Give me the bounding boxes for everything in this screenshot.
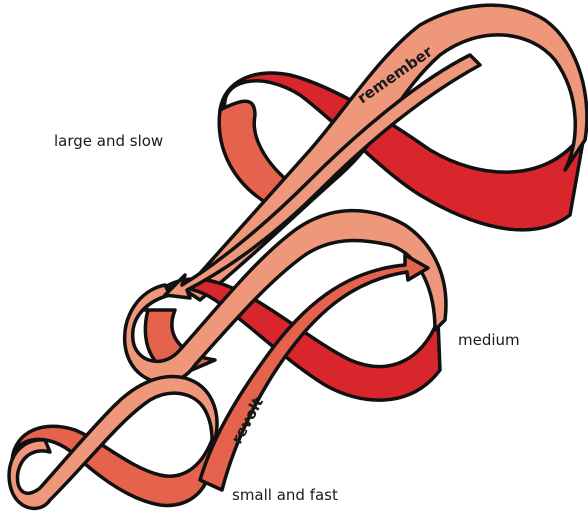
label-medium: medium bbox=[458, 331, 520, 349]
small-loop bbox=[9, 377, 217, 509]
label-large-and-slow: large and slow bbox=[54, 132, 163, 150]
medium-loop bbox=[125, 211, 446, 401]
label-small-and-fast: small and fast bbox=[232, 486, 338, 504]
